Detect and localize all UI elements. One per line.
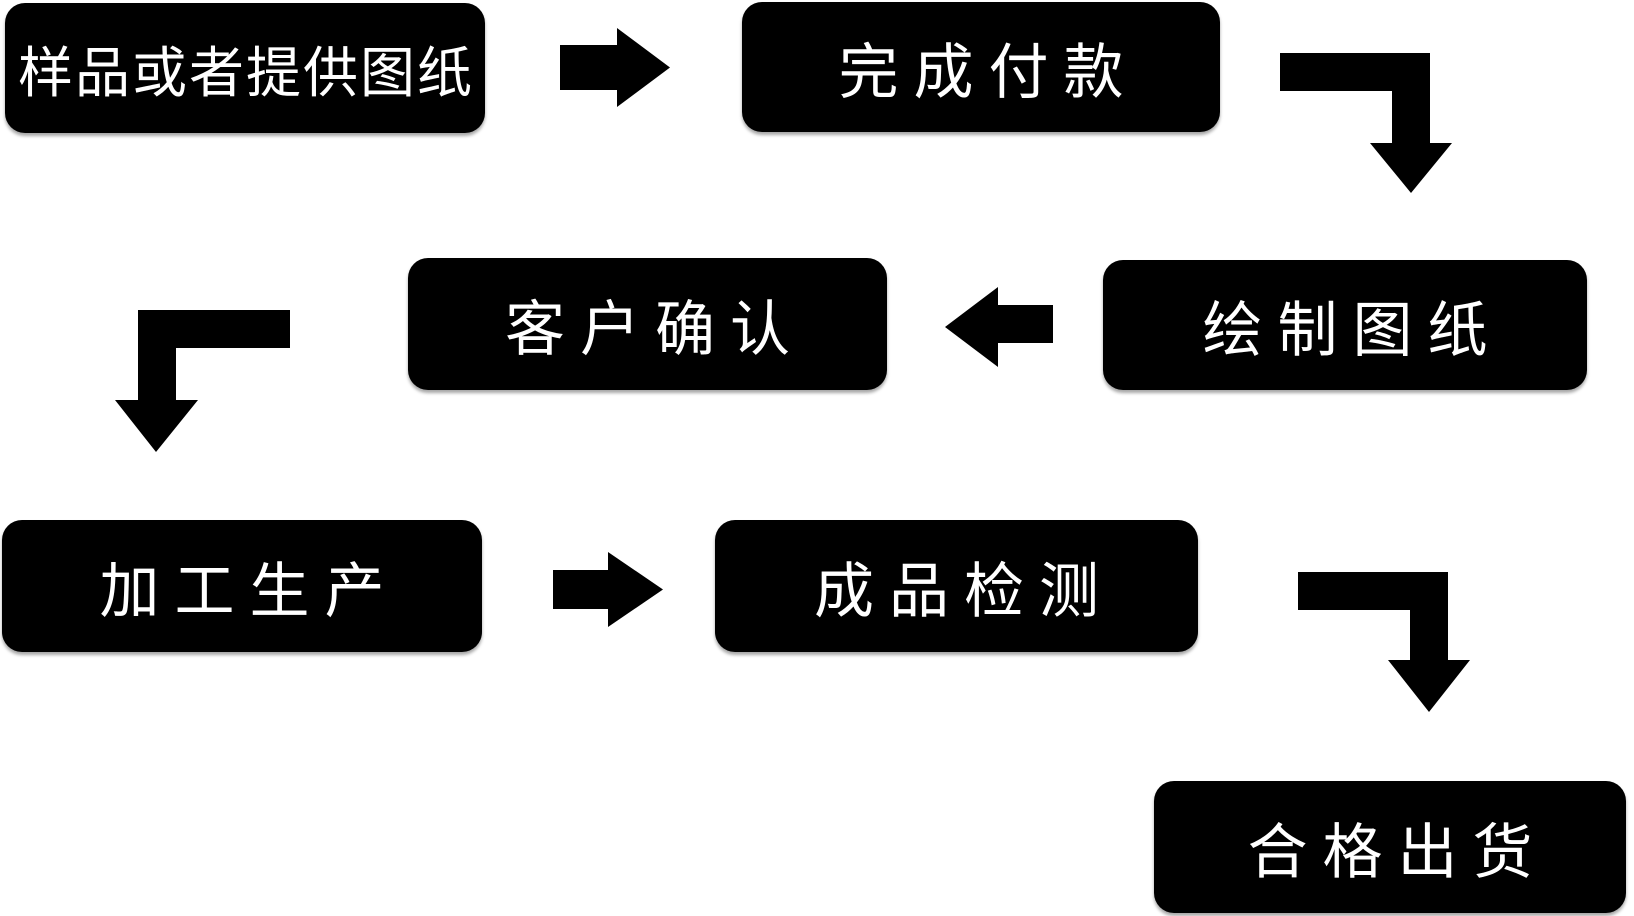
arrow-left-icon	[945, 287, 1053, 367]
node-draw-drawings: 绘制图纸	[1103, 260, 1587, 390]
arrow-right-icon	[553, 552, 663, 627]
arrow-elbow-right-down-icon	[1298, 572, 1470, 712]
arrow-right-icon	[560, 28, 670, 107]
arrow-elbow-right-down-icon	[1280, 53, 1452, 193]
arrow-elbow-left-down-icon	[115, 310, 290, 452]
node-qualified-shipment: 合格出货	[1154, 781, 1626, 913]
node-customer-confirmation: 客户确认	[408, 258, 887, 390]
node-finished-product-inspection: 成品检测	[715, 520, 1198, 652]
node-complete-payment: 完成付款	[742, 2, 1220, 132]
node-sample-or-provide-drawings: 样品或者提供图纸	[5, 3, 485, 133]
node-processing-production: 加工生产	[2, 520, 482, 652]
